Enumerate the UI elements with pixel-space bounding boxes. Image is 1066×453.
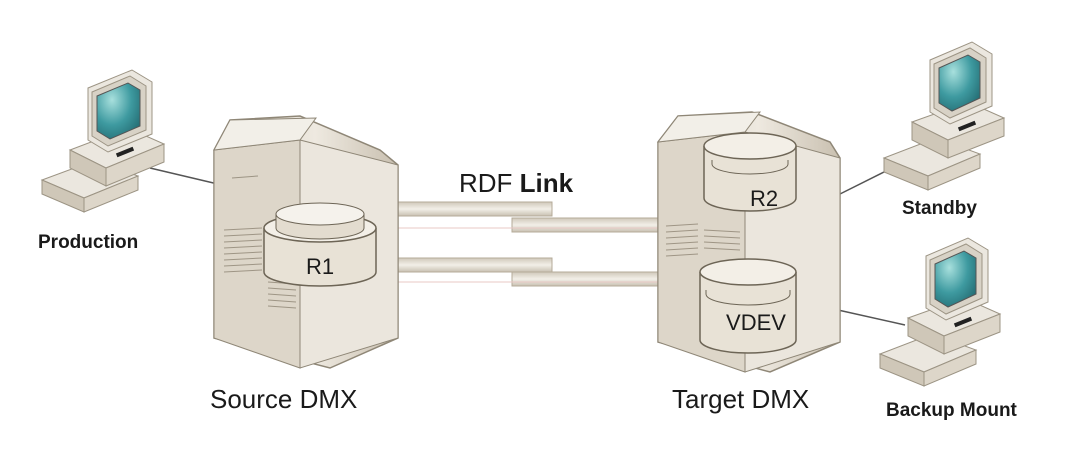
r2-disk-icon: R2 <box>703 132 797 212</box>
target-dmx-label: Target DMX <box>672 384 810 414</box>
backup-mount-label: Backup Mount <box>886 400 1017 421</box>
rdf-link-pipes <box>391 201 675 287</box>
backup-computer-icon <box>878 237 1002 387</box>
connector-target-backup <box>837 309 906 326</box>
production-computer-icon <box>40 69 166 213</box>
standby-label: Standby <box>902 198 977 219</box>
production-label: Production <box>38 232 139 253</box>
source-dmx-label: Source DMX <box>210 384 358 414</box>
standby-computer-icon <box>882 41 1006 191</box>
r1-disk-icon: R1 <box>263 202 377 287</box>
vdev-label: VDEV <box>726 310 786 335</box>
r2-label: R2 <box>750 186 778 211</box>
rdf-link-prefix: RDF <box>459 168 513 198</box>
vdev-disk-icon: VDEV <box>699 258 797 354</box>
rdf-link-label: RDF Link <box>459 168 573 199</box>
rdf-link-bold: Link <box>519 168 574 198</box>
connector-production-source <box>149 167 223 186</box>
r1-label: R1 <box>306 254 334 279</box>
